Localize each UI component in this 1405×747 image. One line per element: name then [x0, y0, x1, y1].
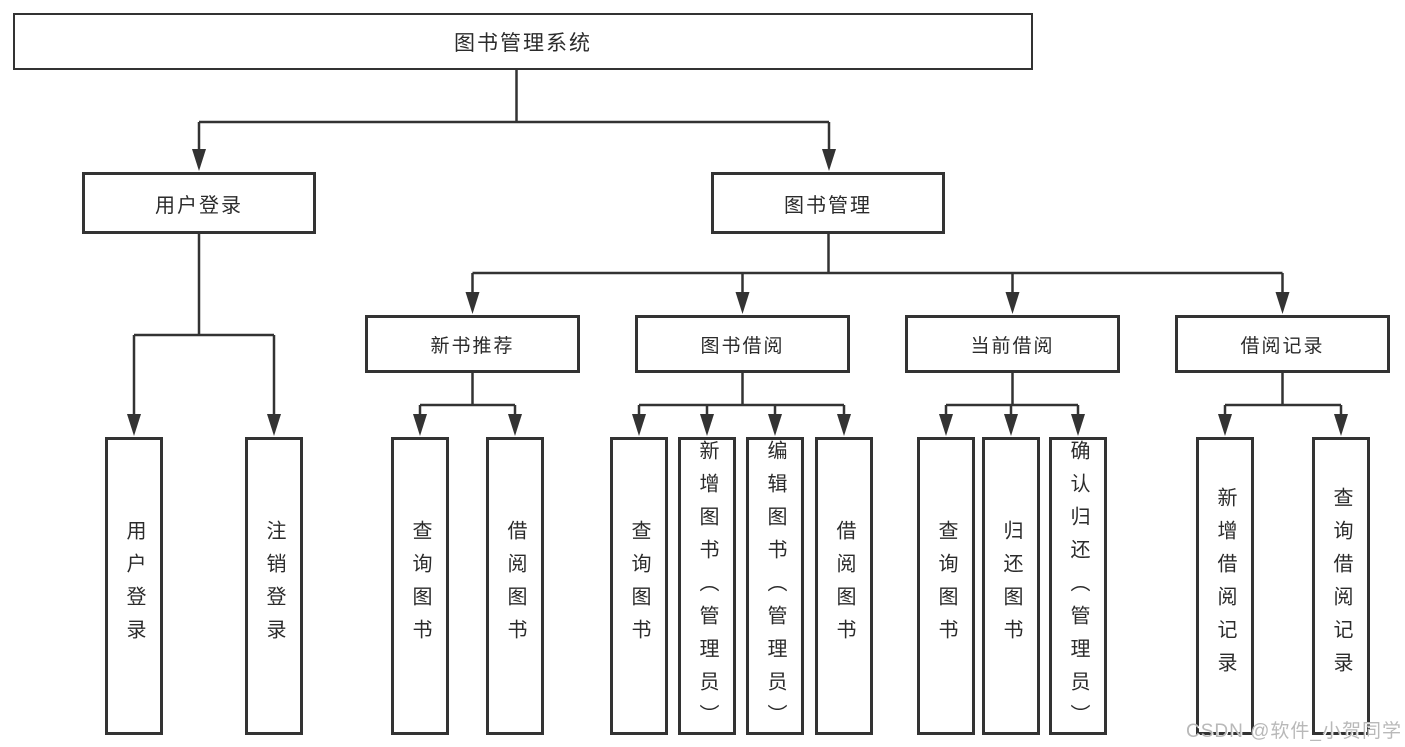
leaf-confirm-return-admin: 确认归还（管理员）: [1049, 437, 1107, 737]
node-borrowing-records: 借阅记录: [1175, 315, 1390, 373]
node-book-management: 图书管理: [711, 172, 945, 234]
leaf-query-books-1: 查询图书: [391, 437, 449, 735]
leaf-add-books-admin: 新增图书（管理员）: [678, 437, 736, 737]
leaf-add-borrow-record: 新增借阅记录: [1196, 437, 1254, 735]
leaf-query-books-3: 查询图书: [917, 437, 975, 735]
leaf-borrow-books-1: 借阅图书: [486, 437, 544, 735]
node-library-management-system: 图书管理系统: [13, 13, 1033, 70]
leaf-query-borrow-record: 查询借阅记录: [1312, 437, 1370, 735]
node-new-book-recommendation: 新书推荐: [365, 315, 580, 373]
leaf-edit-books-admin: 编辑图书（管理员）: [746, 437, 804, 737]
arrowheads: [127, 149, 1348, 436]
leaf-borrow-books-2: 借阅图书: [815, 437, 873, 735]
csdn-watermark: CSDN @软件_小贺同学: [1186, 721, 1402, 742]
leaf-query-books-2: 查询图书: [610, 437, 668, 735]
leaf-return-books: 归还图书: [982, 437, 1040, 735]
leaf-logout: 注销登录: [245, 437, 303, 735]
node-book-borrowing: 图书借阅: [635, 315, 850, 373]
leaf-user-login: 用户登录: [105, 437, 163, 735]
node-current-borrowing: 当前借阅: [905, 315, 1120, 373]
node-user-login: 用户登录: [82, 172, 316, 234]
